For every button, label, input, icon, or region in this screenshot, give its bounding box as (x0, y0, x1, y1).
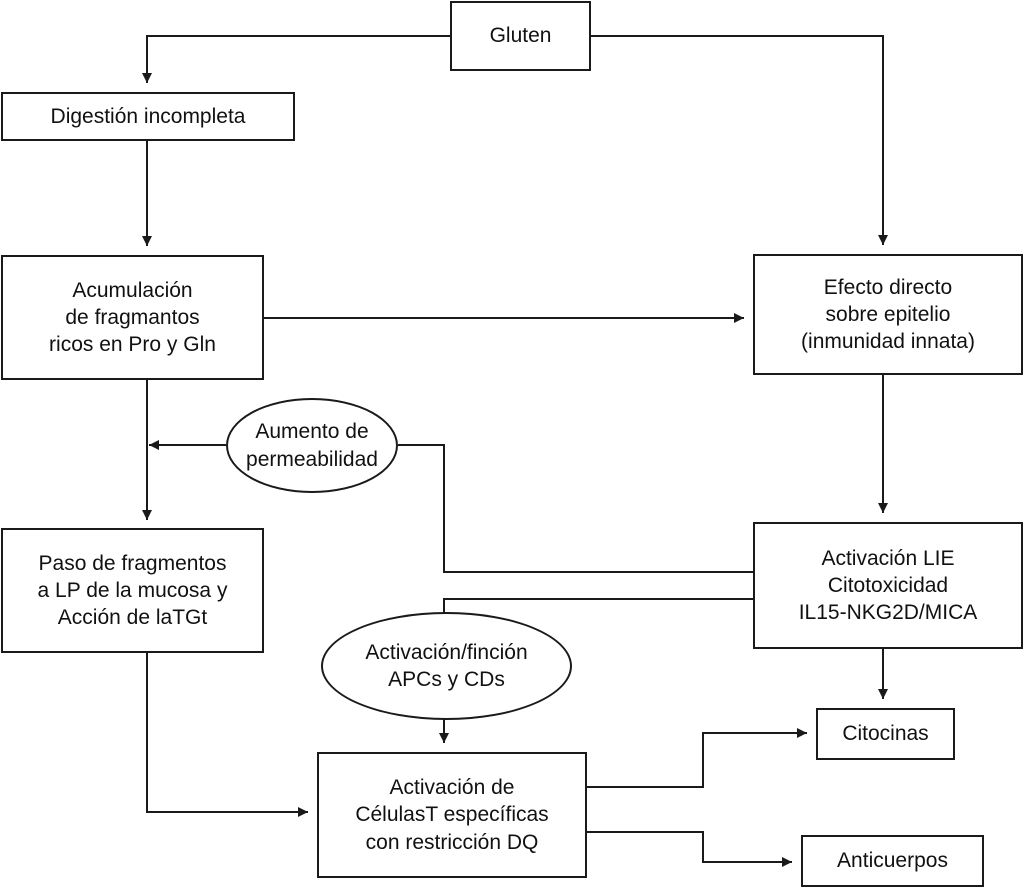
node-activacion-lie-line-3: IL15-NKG2D/MICA (798, 601, 978, 625)
edge-gluten-to-digestion (142, 35, 450, 83)
edge-paso-to-activacion-t (146, 652, 308, 817)
edge-activacion-t-to-citocinas (586, 728, 807, 788)
node-activacion-t-line-2: CélulasT específicas (355, 803, 549, 827)
node-digestion-incompleta: Digestión incompleta (1, 92, 295, 141)
node-citocinas: Citocinas (816, 708, 955, 760)
node-activacion-lie: Activación LIE Citotoxicidad IL15-NKG2D/… (753, 522, 1023, 649)
node-activacion-t-line-1: Activación de (389, 776, 515, 800)
node-efecto-line-2: sobre epitelio (825, 302, 951, 326)
node-activacion-apc-line-2: APCs y CDs (388, 668, 505, 691)
edge-gluten-to-efecto (590, 35, 888, 245)
node-efecto-directo: Efecto directo sobre epitelio (inmunidad… (753, 254, 1023, 375)
node-activacion-lie-line-2: Citotoxicidad (827, 573, 949, 597)
node-anticuerpos: Anticuerpos (801, 835, 984, 887)
node-efecto-line-1: Efecto directo (823, 275, 953, 299)
node-paso-fragmentos: Paso de fragmentos a LP de la mucosa y A… (1, 528, 264, 653)
node-aumento-line-1: Aumento de (255, 420, 369, 444)
node-gluten-label: Gluten (489, 24, 552, 48)
node-activacion-apcs: Activación/finción APCs y CDs (321, 612, 572, 720)
node-acumulacion-line-1: Acumulación (72, 278, 193, 302)
edge-activacion-lie-to-activacion-apc (443, 598, 754, 613)
node-paso-line-3: Acción de laTGt (57, 606, 208, 630)
node-activacion-celulas-t: Activación de CélulasT específicas con r… (317, 752, 587, 878)
node-paso-line-1: Paso de fragmentos (38, 551, 227, 575)
node-citocinas-label: Citocinas (842, 722, 929, 746)
node-acumulacion-line-2: de fragmantos (65, 305, 200, 329)
node-activacion-lie-line-1: Activación LIE (821, 546, 955, 570)
node-activacion-apc-line-1: Activación/finción (365, 640, 528, 664)
node-aumento-line-2: permeabilidad (246, 447, 378, 471)
node-efecto-line-3: (inmunidad innata) (801, 330, 975, 354)
node-activacion-t-line-3: con restricción DQ (365, 830, 539, 854)
node-acumulacion-line-3: ricos en Pro y Gln (49, 333, 216, 357)
node-aumento-permeabilidad: Aumento de permeabilidad (226, 398, 398, 493)
node-paso-line-2: a LP de la mucosa y (37, 578, 228, 602)
node-digestion-label: Digestión incompleta (50, 104, 246, 128)
edge-activacion-lie-to-aumento (398, 444, 754, 573)
node-acumulacion: Acumulación de fragmantos ricos en Pro y… (1, 255, 264, 380)
node-gluten: Gluten (450, 1, 591, 71)
edge-activacion-t-to-anticuerpos (586, 831, 792, 867)
node-anticuerpos-label: Anticuerpos (837, 849, 948, 873)
